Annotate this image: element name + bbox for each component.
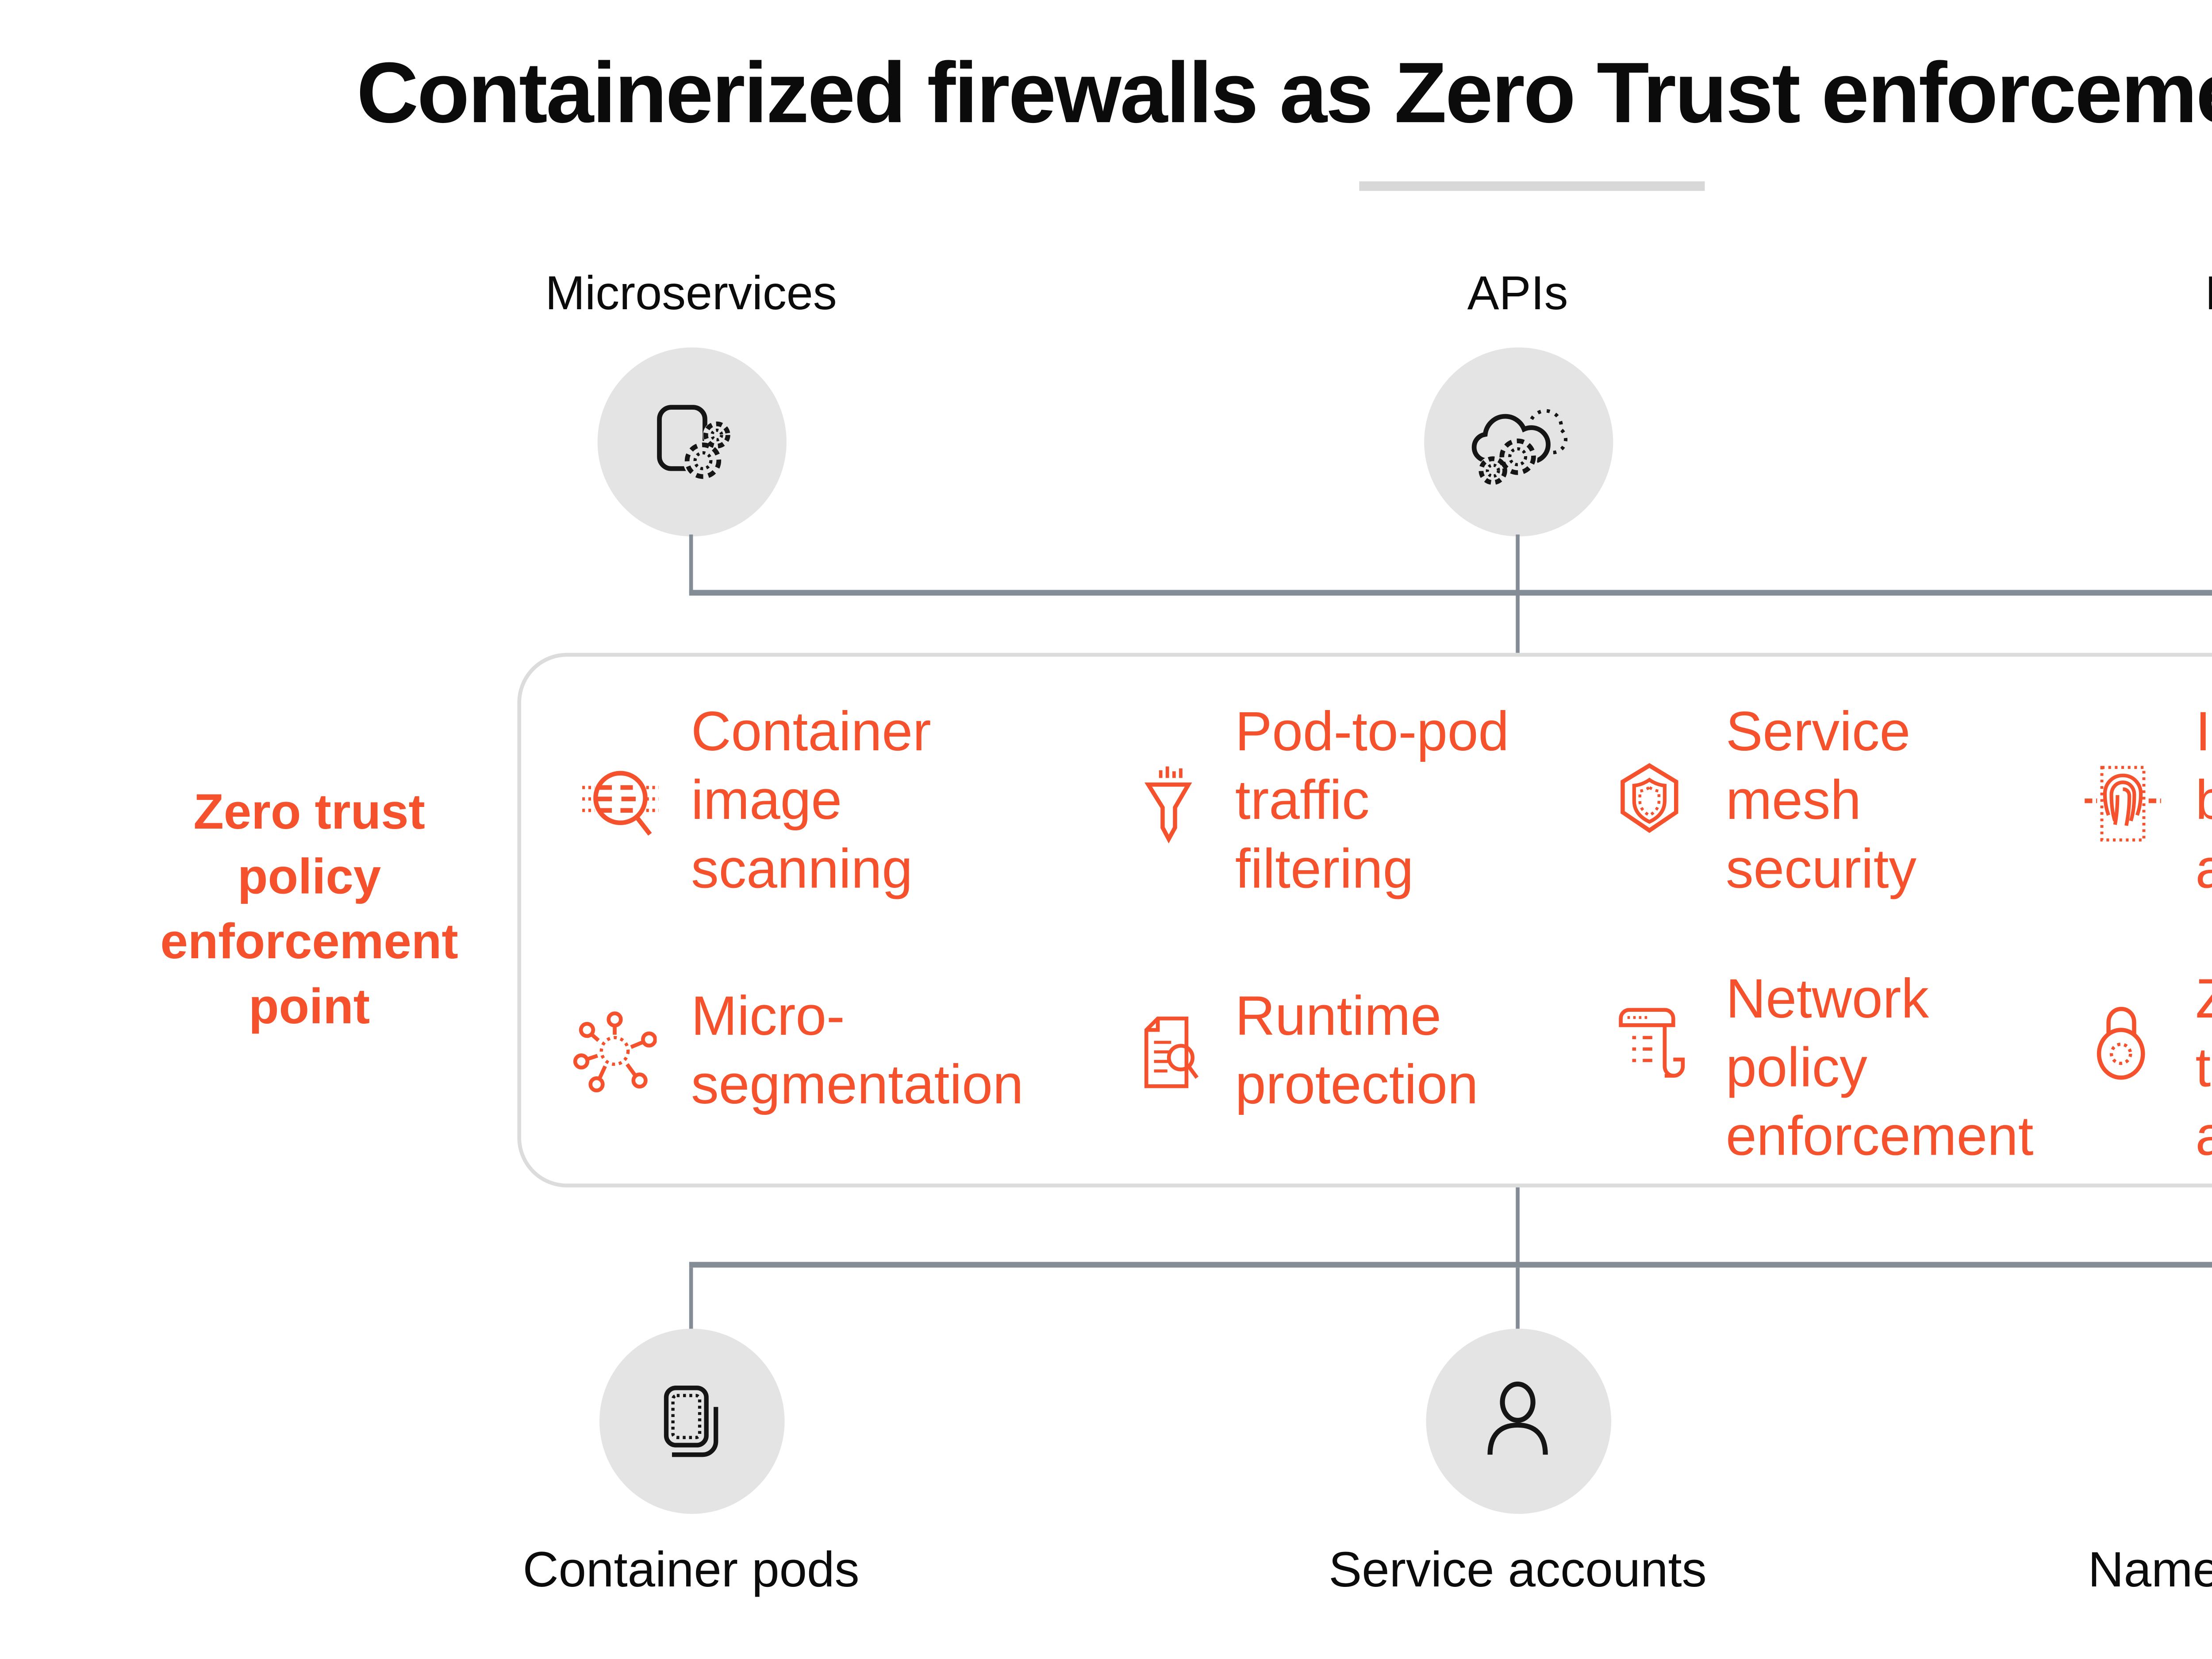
microservices-icon bbox=[657, 404, 731, 480]
bottom-node-label: Service accounts bbox=[1329, 1540, 1707, 1598]
zero-trust-access-icon bbox=[2097, 1006, 2145, 1080]
service-label: Zero trust access bbox=[2195, 970, 2212, 1168]
service-mesh-security-icon bbox=[1621, 763, 1678, 833]
service-accounts-icon bbox=[1487, 1380, 1548, 1454]
firewall-services-box bbox=[517, 653, 2212, 1188]
container-pods-icon bbox=[664, 1384, 718, 1456]
service-identity-based-access bbox=[2081, 762, 2165, 846]
connector-bottom-middle-upper bbox=[1516, 1187, 1520, 1266]
bottom-node-label: Container pods bbox=[522, 1540, 860, 1598]
top-node-label: APIs bbox=[1467, 267, 1568, 321]
container-pods-circle bbox=[598, 1329, 784, 1514]
connector-bottom-left bbox=[689, 1267, 693, 1331]
top-node-label: Data stores bbox=[2205, 265, 2212, 323]
title-divider bbox=[1359, 181, 1705, 191]
connector-top-left bbox=[689, 534, 693, 594]
connector-top-horizontal bbox=[689, 590, 2212, 596]
service-label: Container image scanning bbox=[691, 702, 931, 901]
service-label: Identity- based accss bbox=[2195, 702, 2212, 901]
bottom-node-service-accounts: Service accounts bbox=[1279, 1329, 1756, 1600]
apis-cloud-icon bbox=[1471, 408, 1568, 485]
service-runtime-protection bbox=[1126, 1010, 1210, 1094]
page-title: Containerized firewalls as Zero Trust en… bbox=[356, 44, 2212, 142]
network-policy-enforcement-icon bbox=[1619, 1008, 1685, 1078]
top-node-data-stores: Data stores bbox=[2136, 265, 2212, 537]
top-node-label: Microservices bbox=[545, 267, 837, 321]
top-node-apis: APIs bbox=[1327, 265, 1709, 537]
left-label-zero-trust-policy-enforcement-point: Zero trust policy enforcement point bbox=[160, 783, 458, 1035]
service-container-image-scanning bbox=[579, 762, 663, 846]
apis-circle bbox=[1423, 347, 1613, 537]
service-label: Pod-to-pod traffic filtering bbox=[1235, 702, 1509, 901]
bottom-node-label: Namespaces/clusters bbox=[2088, 1540, 2212, 1598]
bottom-node-container-pods: Container pods bbox=[453, 1329, 930, 1600]
connector-bottom-horizontal bbox=[689, 1262, 2212, 1268]
service-network-policy-enforcement bbox=[1607, 1000, 1691, 1084]
top-node-microservices: Microservices bbox=[500, 265, 882, 537]
bottom-node-namespaces-clusters: Namespaces/clusters bbox=[2087, 1329, 2212, 1600]
container-image-scanning-icon bbox=[582, 771, 659, 836]
runtime-protection-icon bbox=[1144, 1016, 1199, 1088]
identity-based-access-icon bbox=[2085, 766, 2161, 842]
service-pod-traffic-filtering bbox=[1130, 762, 1214, 846]
service-zero-trust-access bbox=[2081, 1000, 2165, 1084]
service-label: Micro- segmentation bbox=[691, 987, 1024, 1117]
service-label: Network policy enforcement bbox=[1725, 970, 2034, 1168]
service-mesh-security bbox=[1607, 762, 1691, 846]
connector-bottom-middle-lower bbox=[1516, 1267, 1520, 1331]
pod-traffic-filtering-icon bbox=[1144, 766, 1192, 844]
service-label: Service mesh security bbox=[1725, 702, 1917, 901]
microservices-circle bbox=[596, 347, 786, 537]
micro-segmentation-icon bbox=[573, 1011, 657, 1093]
service-micro-segmentation bbox=[573, 1010, 657, 1094]
service-label: Runtime protection bbox=[1235, 987, 1479, 1117]
service-accounts-circle bbox=[1425, 1329, 1610, 1514]
